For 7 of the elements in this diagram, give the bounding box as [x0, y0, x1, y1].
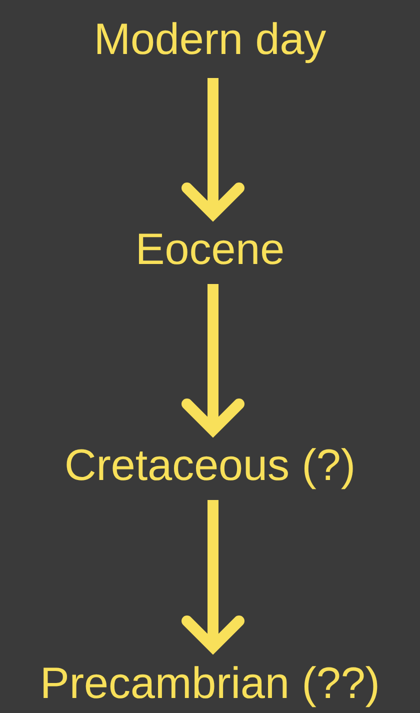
- stage-label: Eocene: [135, 228, 285, 272]
- arrow: [182, 500, 244, 652]
- arrow: [182, 284, 244, 436]
- stage-label: Cretaceous (?): [64, 444, 356, 488]
- stage-label: Precambrian (??): [40, 662, 380, 706]
- stage-label: Modern day: [94, 18, 326, 62]
- arrow: [182, 78, 244, 220]
